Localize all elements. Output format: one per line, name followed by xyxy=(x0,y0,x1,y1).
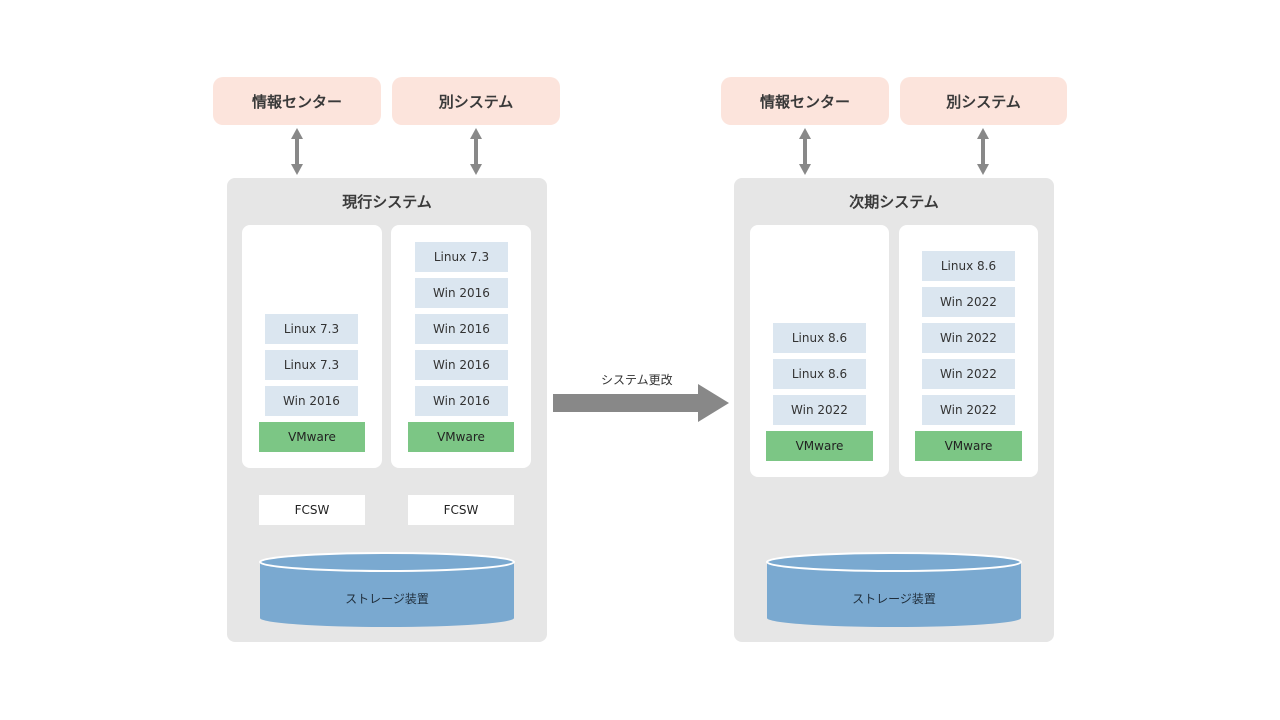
current-storage-label: ストレージ装置 xyxy=(345,591,429,606)
migration-label: システム更改 xyxy=(601,373,673,387)
fcsw-switch-2: FCSW xyxy=(408,495,514,525)
os-box: Linux 7.3 xyxy=(415,242,508,272)
os-box: Win 2022 xyxy=(922,395,1015,425)
os-box: Win 2022 xyxy=(922,323,1015,353)
os-box: Linux 8.6 xyxy=(773,359,866,389)
next-info-center: 情報センター xyxy=(721,77,889,125)
os-box: Win 2022 xyxy=(922,359,1015,389)
vmware-box: VMware xyxy=(259,422,365,452)
os-box: Win 2016 xyxy=(265,386,358,416)
double-arrow-current-info xyxy=(291,128,303,175)
os-box: Linux 8.6 xyxy=(773,323,866,353)
os-box: Win 2022 xyxy=(773,395,866,425)
os-box: Win 2016 xyxy=(415,350,508,380)
os-box: Win 2022 xyxy=(922,287,1015,317)
os-box: Linux 7.3 xyxy=(265,314,358,344)
os-box: Linux 8.6 xyxy=(922,251,1015,281)
next-storage-cylinder xyxy=(766,552,1022,627)
current-other-system: 別システム xyxy=(392,77,560,125)
current-info-center: 情報センター xyxy=(213,77,381,125)
next-storage-label: ストレージ装置 xyxy=(852,591,936,606)
vmware-box: VMware xyxy=(766,431,873,461)
os-box: Win 2016 xyxy=(415,278,508,308)
double-arrow-next-other xyxy=(977,128,989,175)
current-system-title: 現行システム xyxy=(342,193,432,211)
os-box: Linux 7.3 xyxy=(265,350,358,380)
fcsw-switch-1: FCSW xyxy=(259,495,365,525)
os-box: Win 2016 xyxy=(415,386,508,416)
next-system-title: 次期システム xyxy=(849,193,939,211)
current-storage-cylinder xyxy=(259,552,515,627)
next-other-system: 別システム xyxy=(900,77,1067,125)
vmware-box: VMware xyxy=(915,431,1022,461)
migration-arrow xyxy=(553,384,729,422)
double-arrow-next-info xyxy=(799,128,811,175)
double-arrow-current-other xyxy=(470,128,482,175)
vmware-box: VMware xyxy=(408,422,514,452)
os-box: Win 2016 xyxy=(415,314,508,344)
